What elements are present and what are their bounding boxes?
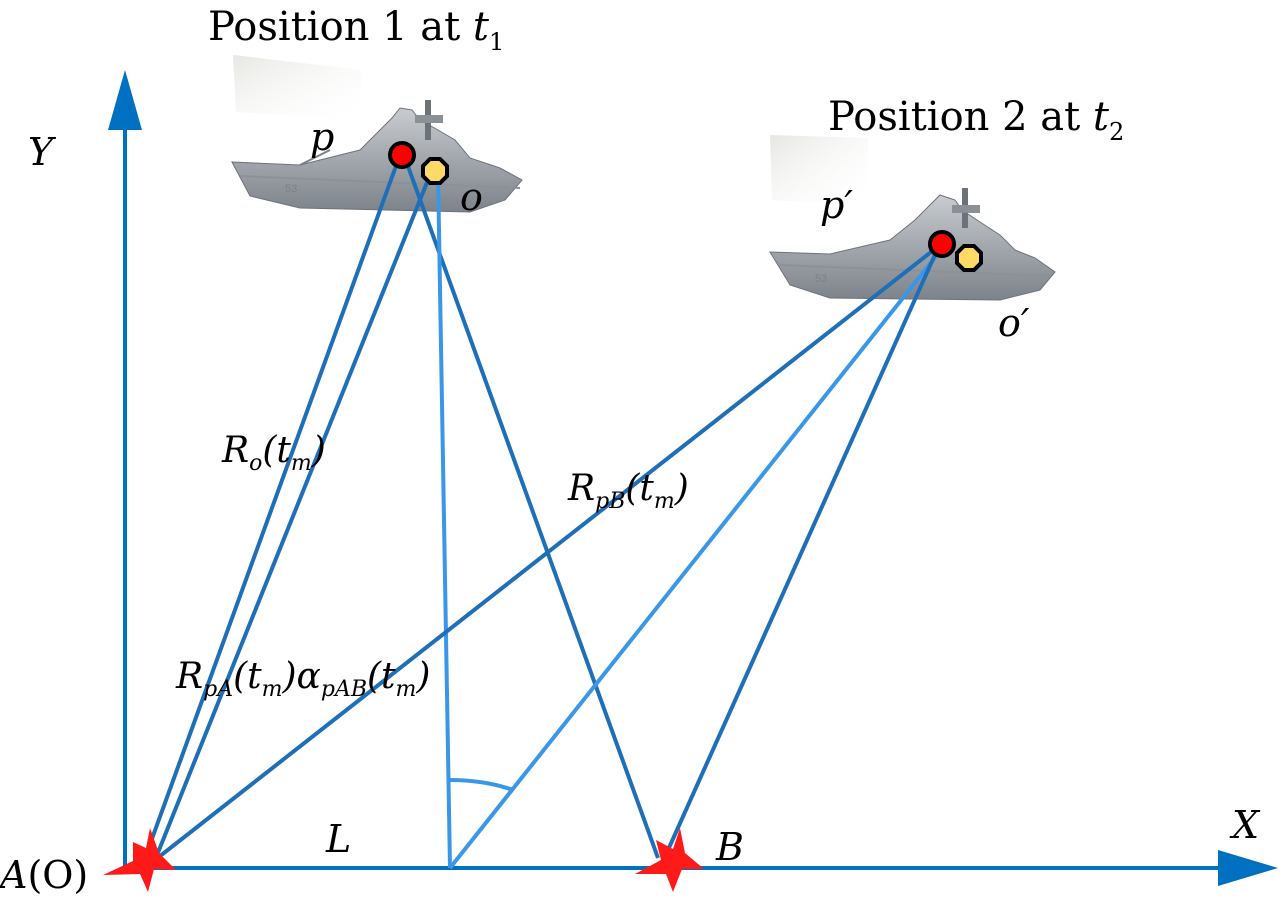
ship-1-markers [388, 141, 449, 185]
line-p-to-b [403, 157, 660, 859]
svg-text:53: 53 [815, 273, 827, 285]
ship-2-image: 53 [769, 135, 1056, 301]
ship-2-markers [928, 230, 983, 272]
baseline-l-label: L [325, 817, 351, 861]
line-mid-to-p-prime [448, 243, 947, 870]
line-a-to-o [153, 169, 434, 861]
range-lines [143, 154, 947, 870]
point-b-label: B [715, 825, 744, 869]
line-b-to-p-prime [666, 247, 940, 851]
y-axis-label: Y [28, 130, 57, 174]
line-o-vertical [436, 171, 452, 869]
formula-ro: Ro(tm) [221, 430, 326, 476]
formula-rpb: RpB(tm) [567, 468, 689, 514]
point-o-marker [421, 157, 449, 185]
point-o-label: o [460, 175, 483, 219]
point-p-marker [388, 141, 416, 169]
y-axis-arrowhead [108, 70, 142, 130]
star-b-icon [635, 828, 704, 892]
ship-1-image: 53 [231, 55, 523, 213]
position-1-label: Position 1 at t1 [208, 4, 504, 56]
x-axis-arrowhead [1218, 850, 1278, 886]
line-a-to-p-prime [153, 243, 942, 862]
angle-arc [448, 778, 514, 792]
formula-rpa-alpha: RpA(tm)αpAB(tm) [175, 656, 430, 702]
point-p-label: p [310, 115, 334, 159]
point-p-prime-marker [928, 230, 956, 258]
point-p-prime-label: p′ [820, 183, 853, 227]
point-o-prime-marker [955, 244, 983, 272]
svg-text:53: 53 [285, 183, 297, 195]
star-a-icon [103, 828, 176, 892]
position-2-label: Position 2 at t2 [828, 94, 1124, 146]
x-axis-label: X [1229, 803, 1261, 847]
line-a-to-p [143, 154, 402, 859]
point-o-prime-label: o′ [998, 301, 1030, 345]
point-a-label: A(O) [0, 853, 88, 897]
